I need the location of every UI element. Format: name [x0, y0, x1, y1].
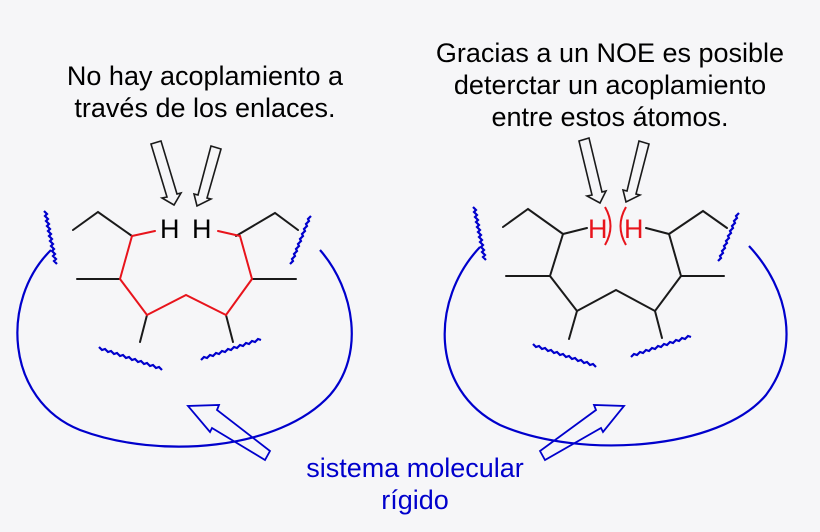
left-caption: No hay acoplamiento a través de los enla…: [20, 60, 390, 124]
wavy-bond-icon: [472, 206, 487, 261]
right-black-bonds: [502, 207, 728, 340]
wavy-bond-icon: [43, 210, 58, 265]
right-caption-line-3: entre estos átomos.: [491, 102, 729, 132]
rigid-system-label-line-1: sistema molecular: [306, 453, 524, 483]
wavy-bond-icon: [717, 212, 740, 262]
left-black-bonds: [72, 210, 299, 343]
left-pointer-arrows: [150, 140, 222, 208]
rigid-system-label: sistema molecular rígido: [250, 452, 580, 516]
left-arrow-icon-1: [150, 140, 183, 207]
right-molecule: H H: [443, 136, 788, 447]
left-rigid-system-arc: [16, 249, 353, 448]
left-caption-line-2: través de los enlaces.: [74, 93, 336, 123]
right-arrow-icon-2: [621, 139, 650, 204]
wavy-bond-icon: [200, 337, 262, 361]
right-caption-line-2: deterctar un acoplamiento: [453, 70, 767, 100]
right-arrow-icon-1: [578, 136, 608, 205]
left-arrow-icon-2: [192, 144, 222, 208]
bottom-pointer-arrows: [186, 404, 626, 462]
left-h-atom-2: H: [192, 214, 212, 244]
left-molecule: H H: [16, 140, 353, 448]
left-wavy-bonds: [43, 210, 312, 371]
right-h-atom-2: H: [624, 214, 644, 244]
noe-bracket-right-icon: [604, 206, 612, 246]
right-wavy-bonds: [472, 206, 740, 368]
wavy-bond-icon: [630, 334, 692, 358]
right-h-atom-1: H: [588, 214, 608, 244]
noe-interaction-brackets: [604, 206, 627, 246]
wavy-bond-icon: [289, 215, 312, 265]
right-caption: Gracias a un NOE es posible deterctar un…: [400, 37, 820, 133]
left-caption-line-1: No hay acoplamiento a: [66, 61, 344, 91]
arrow-to-left-ring-icon: [186, 404, 272, 462]
right-rigid-system-arc: [443, 245, 788, 447]
left-red-bond-path: [118, 230, 254, 317]
right-caption-line-1: Gracias a un NOE es posible: [435, 38, 785, 68]
right-pointer-arrows: [578, 136, 650, 205]
arrow-to-right-ring-icon: [538, 404, 626, 462]
noe-bracket-left-icon: [619, 206, 627, 246]
rigid-system-label-line-2: rígido: [381, 485, 449, 515]
wavy-bond-icon: [98, 346, 163, 371]
left-h-atom-1: H: [160, 214, 180, 244]
wavy-bond-icon: [532, 343, 597, 368]
